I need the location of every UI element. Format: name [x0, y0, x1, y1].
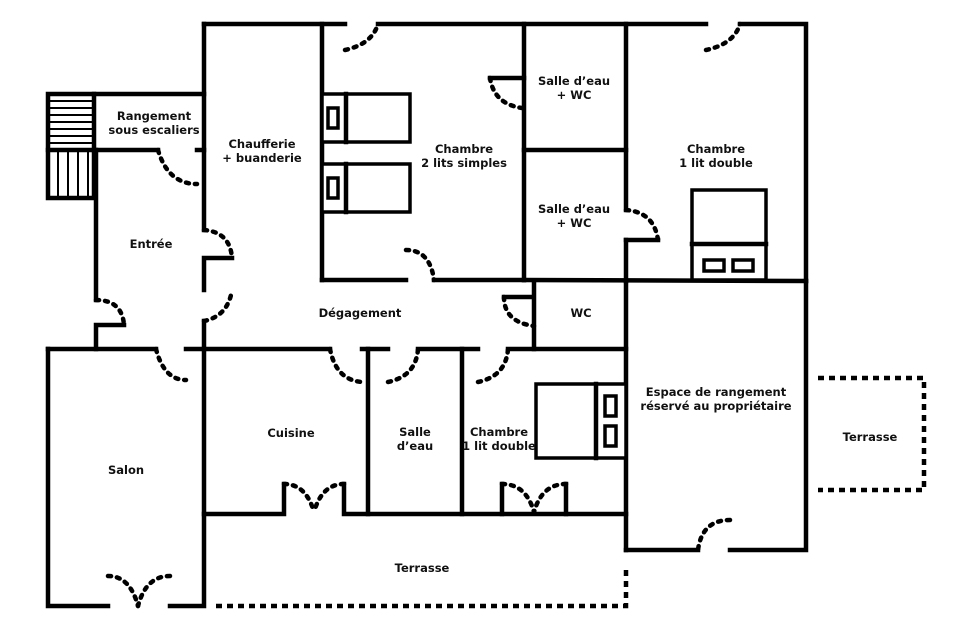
- bed-single-1: [320, 91, 412, 145]
- room-label-salon: Salon: [107, 463, 145, 477]
- room-label-rangement: Rangement sous escaliers: [108, 109, 200, 137]
- room-label-chambre-2-lits: Chambre 2 lits simples: [421, 142, 507, 170]
- bed-single-2: [320, 161, 412, 215]
- room-label-degagement: Dégagement: [318, 306, 402, 320]
- room-label-chambre-double-nord: Chambre 1 lit double: [679, 142, 753, 170]
- room-label-chaufferie: Chaufferie + buanderie: [222, 137, 302, 165]
- room-label-espace-rangement: Espace de rangement réservé au propriéta…: [640, 385, 792, 413]
- bed-double-north: [689, 188, 769, 282]
- room-label-chambre-double-sud: Chambre 1 lit double: [462, 425, 536, 453]
- room-label-salle-eau-wc-1: Salle d’eau + WC: [537, 74, 611, 102]
- staircase: [45, 91, 97, 201]
- windows: [47, 120, 807, 520]
- walls: [45, 21, 809, 609]
- room-label-salle-eau-wc-2: Salle d’eau + WC: [537, 202, 611, 230]
- doors: [93, 21, 743, 609]
- room-label-salle-eau: Salle d’eau: [396, 425, 434, 453]
- room-label-terrasse-sud: Terrasse: [394, 561, 450, 575]
- bed-double-south: [534, 381, 628, 461]
- room-label-terrasse-est: Terrasse: [842, 430, 898, 444]
- room-label-cuisine: Cuisine: [267, 426, 315, 440]
- terraces: [216, 375, 927, 609]
- room-label-entree: Entrée: [129, 237, 173, 251]
- room-label-wc: WC: [570, 306, 592, 320]
